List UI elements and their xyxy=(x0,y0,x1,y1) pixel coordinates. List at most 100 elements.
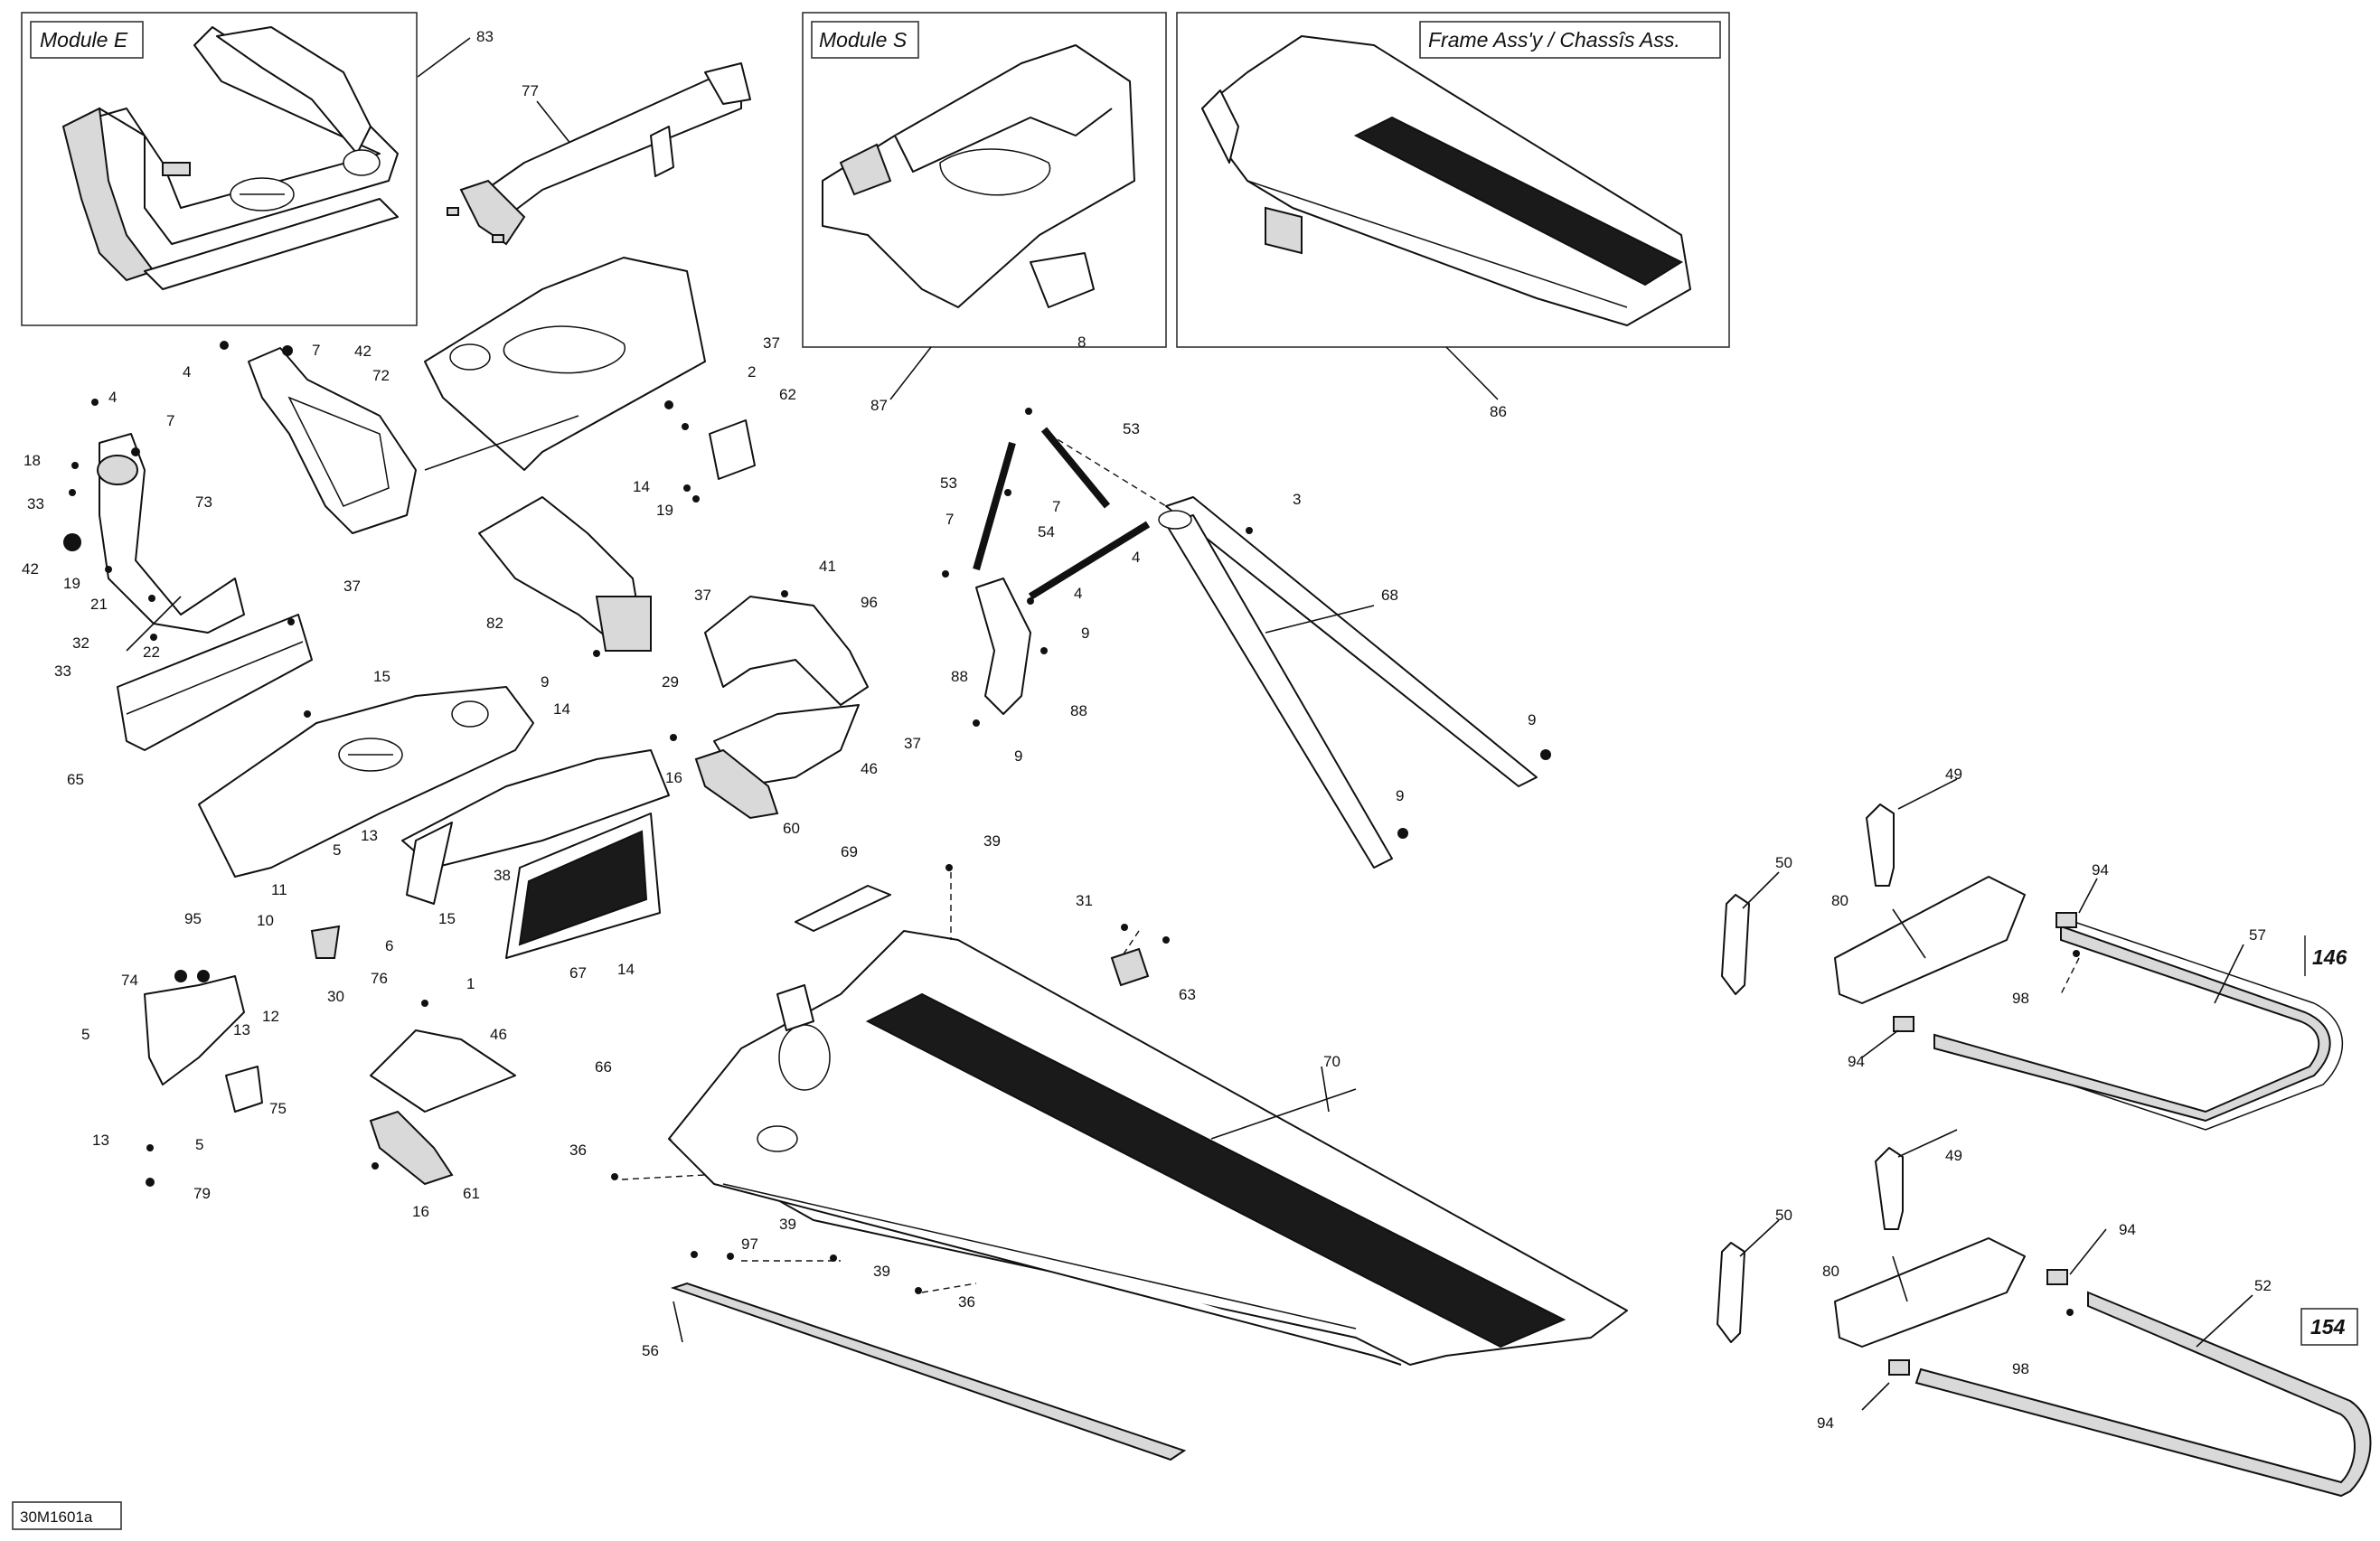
callout-2: 2 xyxy=(748,363,756,381)
callout-22: 22 xyxy=(143,644,160,661)
part-96-footrest xyxy=(704,596,869,706)
callout-13: 13 xyxy=(92,1132,109,1149)
inset-frame-title: Frame Ass'y / Chassîs Ass. xyxy=(1428,28,1680,52)
callout-13: 13 xyxy=(233,1021,250,1038)
part-60-traction-plate xyxy=(694,748,779,820)
callout-31: 31 xyxy=(1076,892,1093,909)
badge-154: 154 xyxy=(2300,1308,2358,1346)
callout-4: 4 xyxy=(108,389,117,406)
inset-module-s-title: Module S xyxy=(819,28,908,52)
part-56-rail xyxy=(670,1282,1187,1461)
drawing-code-box: 30M1601a xyxy=(12,1501,122,1530)
inset-module-s: Module S xyxy=(802,12,1167,348)
callout-62: 62 xyxy=(779,386,796,403)
badge-146: 146 xyxy=(2304,935,2347,976)
callout-80: 80 xyxy=(1831,892,1848,909)
part-74-footrest-bracket xyxy=(144,975,263,1113)
callout-67: 67 xyxy=(569,964,587,982)
callout-83: 83 xyxy=(476,28,494,45)
callout-66: 66 xyxy=(595,1058,612,1076)
frame-assembly-drawing xyxy=(1201,35,1691,326)
callout-33: 33 xyxy=(27,495,44,512)
callout-14: 14 xyxy=(617,961,635,978)
callout-70: 70 xyxy=(1323,1053,1341,1070)
callout-79: 79 xyxy=(193,1185,211,1202)
callout-46: 46 xyxy=(861,760,878,777)
part-82-bracket xyxy=(478,496,652,652)
callout-7: 7 xyxy=(166,412,174,429)
callout-37: 37 xyxy=(904,735,921,752)
callout-4: 4 xyxy=(183,363,191,381)
callout-94: 94 xyxy=(2092,861,2109,879)
track-length-146: 146 xyxy=(2312,945,2347,969)
callout-87: 87 xyxy=(870,397,888,414)
callout-53: 53 xyxy=(940,475,957,492)
callout-39: 39 xyxy=(983,832,1001,850)
callout-39: 39 xyxy=(779,1216,796,1233)
callout-94: 94 xyxy=(2119,1221,2136,1238)
callout-37: 37 xyxy=(694,587,711,604)
callout-18: 18 xyxy=(24,452,41,469)
callout-86: 86 xyxy=(1490,403,1507,420)
callout-49: 49 xyxy=(1945,766,1962,783)
callout-7: 7 xyxy=(945,511,954,528)
callout-36: 36 xyxy=(569,1142,587,1159)
callout-11: 11 xyxy=(271,881,287,898)
rear-suspension xyxy=(973,427,1538,869)
part-77-steering-support xyxy=(447,62,751,246)
part-67-heat-exchanger xyxy=(505,813,661,959)
callout-69: 69 xyxy=(841,843,858,860)
part-65-cross-member xyxy=(117,614,313,751)
callout-9: 9 xyxy=(1396,787,1404,804)
callout-57: 57 xyxy=(2249,926,2266,944)
inset-module-e: Module E xyxy=(21,12,418,326)
callout-5: 5 xyxy=(195,1136,203,1153)
rear-bumper-146 xyxy=(1721,803,2343,1131)
callout-72: 72 xyxy=(372,367,390,384)
callout-54: 54 xyxy=(1038,523,1055,540)
callout-88: 88 xyxy=(951,668,968,685)
drawing-code: 30M1601a xyxy=(20,1508,93,1526)
fastener-markers xyxy=(63,341,2080,1316)
callout-4: 4 xyxy=(1132,549,1140,566)
callout-88: 88 xyxy=(1070,702,1087,719)
assembly-dashed-lines xyxy=(621,433,2080,1293)
callout-42: 42 xyxy=(22,560,39,578)
callout-95: 95 xyxy=(184,910,202,927)
callout-9: 9 xyxy=(541,673,549,691)
callout-15: 15 xyxy=(373,668,390,685)
callout-50: 50 xyxy=(1775,854,1792,871)
part-76-bracket xyxy=(310,925,341,959)
callout-75: 75 xyxy=(269,1100,287,1117)
callout-10: 10 xyxy=(257,912,274,929)
part-70-tunnel xyxy=(668,930,1628,1366)
callout-80: 80 xyxy=(1822,1263,1839,1280)
callout-16: 16 xyxy=(665,769,682,786)
callout-53: 53 xyxy=(1123,420,1140,437)
callout-5: 5 xyxy=(81,1026,89,1043)
callout-32: 32 xyxy=(72,634,89,652)
callout-14: 14 xyxy=(633,478,650,495)
part-62-bracket xyxy=(709,419,756,480)
callout-13: 13 xyxy=(361,827,378,844)
callout-63: 63 xyxy=(1179,986,1196,1003)
callout-61: 61 xyxy=(463,1185,480,1202)
callout-21: 21 xyxy=(90,596,108,613)
part-69-link xyxy=(795,885,891,932)
callout-46: 46 xyxy=(490,1026,507,1043)
callout-37: 37 xyxy=(763,334,780,352)
callout-60: 60 xyxy=(783,820,800,837)
module-e-front-frame-drawing xyxy=(61,26,399,290)
callout-52: 52 xyxy=(2254,1277,2272,1294)
callout-9: 9 xyxy=(1528,711,1536,728)
part-72-frame xyxy=(248,347,417,534)
part-63-bracket xyxy=(1110,947,1150,987)
module-s-drawing xyxy=(822,44,1135,308)
callout-76: 76 xyxy=(371,970,388,987)
part-15-floor-plate xyxy=(198,686,534,878)
callout-38: 38 xyxy=(494,867,511,884)
part-73-frame xyxy=(97,433,245,634)
callout-97: 97 xyxy=(741,1236,758,1253)
